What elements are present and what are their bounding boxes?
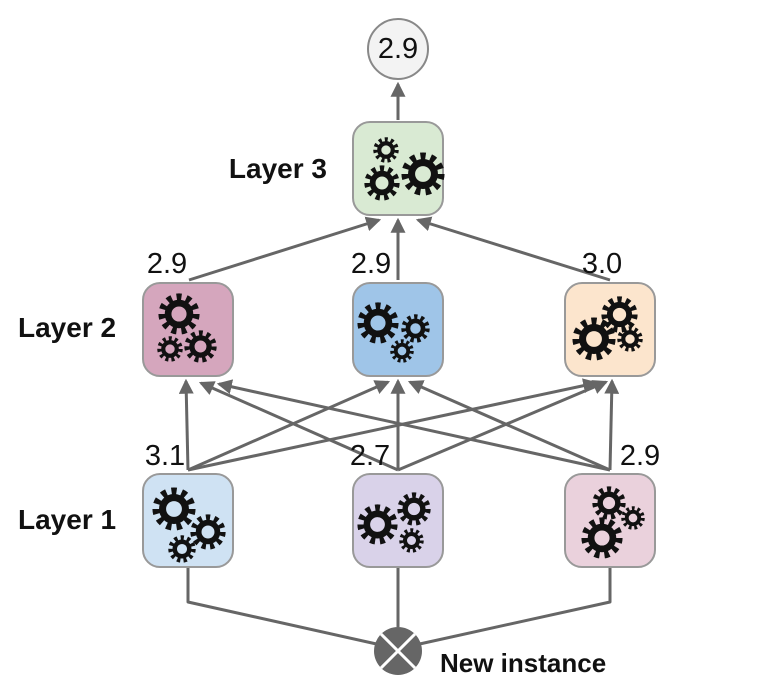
new-instance-label: New instance [440, 648, 607, 678]
layer1-predictor-box-2 [352, 473, 444, 568]
layer2-predictor-box-3 [564, 282, 656, 377]
layer2-box1-value: 2.9 [146, 248, 188, 280]
layer2-box3-value: 3.0 [581, 248, 623, 280]
arrow-l1c-l2a [216, 379, 611, 472]
layer2-box2-value: 2.9 [350, 248, 392, 280]
layer1-label: Layer 1 [18, 504, 117, 535]
arrow-l1c-l2b [407, 380, 611, 472]
layer1-box1-value: 3.1 [144, 440, 186, 472]
output-node-value: 2.9 [377, 33, 419, 65]
layer3-label: Layer 3 [228, 153, 327, 184]
layer2-label: Layer 2 [18, 312, 117, 343]
layer1-predictor-box-1 [142, 473, 234, 568]
layer2-predictor-box-1 [142, 282, 234, 377]
new-instance-cross-1 [379, 632, 417, 670]
arrow-l1b-l2c [397, 380, 609, 472]
new-instance-circle [374, 627, 422, 675]
layer1-box3-value: 2.9 [619, 440, 661, 472]
new-instance-icon [374, 627, 422, 675]
layer1-predictor-box-3 [564, 473, 656, 568]
layer3-predictor-box [352, 121, 444, 216]
new-instance-cross-2 [379, 632, 417, 670]
connector-instance-to-layer1-1 [186, 568, 382, 647]
layer1-box2-value: 2.7 [349, 440, 391, 472]
layer2-predictor-box-2 [352, 282, 444, 377]
connector-instance-to-layer1-3 [414, 568, 612, 647]
